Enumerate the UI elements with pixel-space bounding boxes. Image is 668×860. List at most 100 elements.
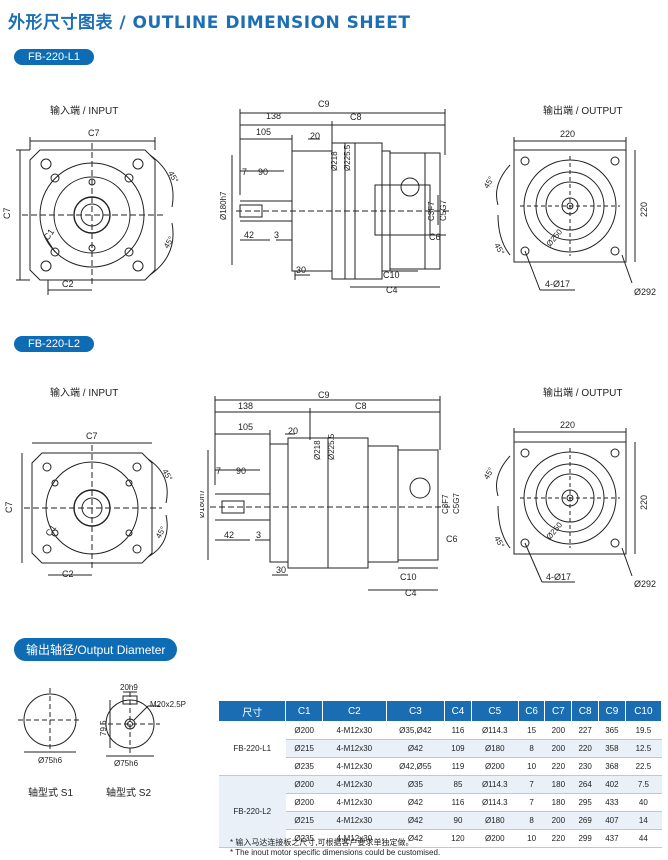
dim-c4-l2: C4 [405,588,417,598]
input-label-l2: 输入端 / INPUT [50,388,119,399]
table-cell: 220 [544,829,572,848]
dim-7-l2: 7 [216,466,221,476]
table-cell: 200 [544,739,572,758]
table-cell: 227 [571,721,599,740]
table-cell: 109 [444,739,472,758]
table-cell: 4-M12x30 [322,811,387,830]
table-cell: Ø114.3 [471,721,519,740]
dim-c7-left-l2: C7 [4,501,14,513]
dim-138-l2: 138 [238,401,253,411]
spec-table: 尺寸 C1 C2 C3 C4 C5 C6 C7 C8 C9 C10 FB-220… [217,700,663,848]
dim-3-l2: 3 [256,530,261,540]
side-view-l2: C9 138 C8 105 20 7 90 42 3 30 Ø180h7 Ø21… [200,390,461,598]
dim-d180-l2: Ø180h7 [200,489,206,518]
dim-angle-45-a: 45° [166,170,180,185]
table-cell: 10 [518,829,545,848]
s1-diameter: Ø75h6 [38,756,63,765]
output-label-l1: 输出端 / OUTPUT [543,106,623,117]
table-cell: 368 [598,757,626,776]
dim-c5: C5G7 [439,200,448,221]
dim-42-l2: 42 [224,530,234,540]
table-cell: 8 [518,811,545,830]
table-cell: 116 [444,793,472,812]
table-cell: 230 [571,757,599,776]
header-c3: C3 [385,700,446,722]
header-c10: C10 [624,700,663,722]
dim-105-l2: 105 [238,422,253,432]
table-cell: 12.5 [625,739,662,758]
table-cell: 119 [444,757,472,776]
table-cell: 7 [518,793,545,812]
output-label-l2: 输出端 / OUTPUT [543,388,623,399]
table-cell: 220 [544,757,572,776]
table-cell: 19.5 [625,721,662,740]
shaft-s2-label: 轴型式 S2 [106,788,152,799]
dim-c10-l2: C10 [400,572,417,582]
table-cell: Ø42 [386,739,445,758]
dim-4-d17: 4-Ø17 [545,279,570,289]
dim-c10: C10 [383,270,400,280]
table-cell: Ø42 [386,811,445,830]
note-en: * The inout motor specific dimensions co… [230,848,441,857]
dim-c9: C9 [318,99,330,109]
page-title: 外形尺寸图表 / OUTLINE DIMENSION SHEET [8,13,411,33]
model-cell: FB-220-L1 [218,721,286,776]
table-row: Ø200 4-M12x30 Ø42 116 Ø114.3 7 180 295 4… [219,793,662,812]
dim-42: 42 [244,230,254,240]
input-view-l2: C7 C7 C2 C1 45° 45° [4,431,174,579]
table-cell: 7.5 [625,775,662,794]
dim-138: 138 [266,111,281,121]
side-view-l1: C9 138 C8 105 20 7 90 42 3 30 Ø180h7 Ø21… [219,99,450,295]
dim-7: 7 [242,167,247,177]
dim-220-top: 220 [560,129,575,139]
table-cell: 22.5 [625,757,662,776]
table-cell: 4-M12x30 [322,829,387,848]
shaft-s1-label: 轴型式 S1 [28,788,74,799]
table-cell: 85 [444,775,472,794]
dim-c6: C6 [429,232,441,242]
table-cell: 4-M12x30 [322,739,387,758]
table-cell: 433 [598,793,626,812]
dim-d2255: Ø225.5 [343,144,352,171]
dim-d180: Ø180h7 [219,191,228,220]
dim-c1: C1 [41,227,56,242]
section-badge-l1: FB-220-L1 [14,49,94,65]
table-cell: 40 [625,793,662,812]
output-view-l1: 220 220 Ø250 4-Ø17 Ø292 45° 45° [482,129,656,297]
dim-angle-45-c: 45° [482,175,496,190]
dim-30: 30 [296,265,306,275]
header-c6: C6 [517,700,546,722]
dim-c7-left: C7 [2,207,12,219]
table-cell: Ø180 [471,739,519,758]
table-cell: 264 [571,775,599,794]
dim-d218-l2: Ø218 [313,440,322,460]
table-cell: 4-M12x30 [322,793,387,812]
dim-220-right-l2: 220 [639,495,649,510]
table-cell: 269 [571,811,599,830]
table-cell: 4-M12x30 [322,721,387,740]
dim-d2255-l2: Ø225.5 [327,433,336,460]
table-cell: Ø215 [285,811,323,830]
table-cell: 220 [571,739,599,758]
table-cell: Ø200 [471,757,519,776]
table-cell: 200 [544,721,572,740]
table-cell: 116 [444,721,472,740]
header-c9: C9 [598,700,626,722]
dim-105: 105 [256,127,271,137]
table-cell: 299 [571,829,599,848]
table-cell: Ø200 [285,775,323,794]
dim-c3: C3F7 [427,201,436,221]
table-cell: 120 [444,829,472,848]
s2-height: 79.5 [99,720,108,736]
table-cell: Ø235 [285,829,323,848]
dim-220-top-l2: 220 [560,420,575,430]
table-cell: 14 [625,811,662,830]
table-cell: Ø235 [285,757,323,776]
input-label-l1: 输入端 / INPUT [50,106,119,117]
input-flange-outline [29,149,156,281]
shaft-drawings: Ø75h6 Ø75h6 20h9 M20x2.5P 79.5 [18,683,186,768]
table-cell: 365 [598,721,626,740]
table-cell: 295 [571,793,599,812]
dim-20-l2: 20 [288,426,298,436]
dim-angle-45-b: 45° [162,235,176,250]
